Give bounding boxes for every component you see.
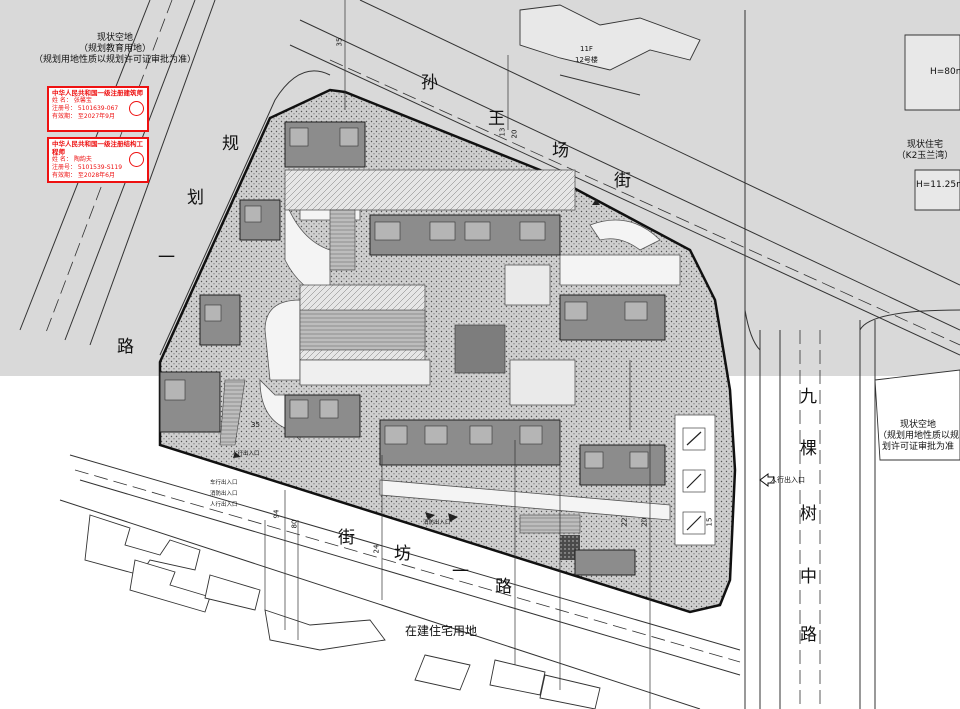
road-east-char-3: 树: [800, 504, 817, 524]
note-top-left-line-3: （规划用地性质以规划许可证审批为准）: [33, 55, 196, 65]
markers: [233, 199, 600, 522]
stamp-line: 注册号： 5101539-S119: [52, 164, 123, 171]
road-south-char-3: 一: [452, 562, 469, 582]
dimension-label: 20: [640, 517, 649, 527]
internal-roads: [259, 179, 681, 521]
dimension-label: 80: [290, 519, 299, 529]
note-vehicle-entrance-line-2: 消防出入口: [210, 491, 238, 497]
note-top-left: 现状空地 （规划教育用地） （规划用地性质以规划许可证审批为准）: [10, 33, 220, 66]
note-right-residence-height: H=11.25m: [916, 180, 960, 190]
note-right-bottom-line-2: （规划用地性质以规: [878, 431, 960, 441]
dimension-label: 24: [372, 544, 381, 554]
dimension-label: 13: [498, 127, 507, 137]
leader-lines: [264, 0, 651, 709]
road-north-char-4: 街: [614, 171, 631, 191]
stamp-line: 有效期： 至2028年6月: [52, 172, 115, 179]
dimension-label: 15: [705, 517, 714, 527]
note-right-bottom: 现状空地 （规划用地性质以规 划许可证审批为准: [878, 420, 960, 453]
note-right-residence-line-2: （K2玉兰湾）: [896, 151, 954, 161]
ramps: [219, 209, 581, 560]
registration-stamp: 中华人民共和国一级注册结构工程师 姓 名： 陶韵夫 注册号： 5101539-S…: [47, 137, 149, 183]
dimension-label: 35: [251, 421, 260, 429]
road-west-char-4: 路: [117, 337, 134, 357]
stamp-line: 注册号： 5101639-067: [52, 105, 119, 112]
note-right-bottom-line-3: 划许可证审批为准: [881, 442, 954, 452]
note-top-left-line-1: 现状空地: [96, 33, 133, 43]
road-east-char-4: 中: [800, 567, 817, 587]
note-pedestrian-entrance-east: 人行出入口: [770, 476, 805, 484]
road-west-char-1: 规: [222, 134, 239, 154]
stamp-line: 姓 名： 陶韵夫: [52, 156, 92, 163]
registration-stamp: 中华人民共和国一级注册建筑师 姓 名： 张馨宝 注册号： 5101639-067…: [47, 86, 149, 132]
road-south-char-4: 路: [495, 577, 512, 597]
dimension-label: 22: [620, 517, 629, 527]
dimension-label: 35: [335, 37, 344, 47]
road-south-char-2: 坊: [394, 544, 411, 564]
road-west-char-2: 划: [187, 188, 204, 208]
note-top-building-floors: 11F: [579, 45, 593, 53]
note-top-left-line-2: （规划教育用地）: [78, 44, 151, 54]
building-units: [164, 127, 649, 469]
road-north-char-1: 孙: [421, 73, 438, 93]
note-entrance-s: 消防出入口: [423, 520, 451, 526]
note-vehicle-entrance-line-3: 人行出入口: [210, 502, 238, 508]
dimension-label: 20: [510, 129, 519, 139]
note-vehicle-entrance-line-1: 车行出入口: [210, 480, 238, 486]
road-west-char-3: 一: [158, 248, 175, 268]
dimension-label: 94: [272, 509, 281, 519]
stamp-seal-icon: [129, 101, 144, 116]
note-right-residence-line-1: 现状住宅: [906, 140, 943, 150]
note-top-building: 11F 12号楼: [575, 44, 598, 66]
stamp-line: 姓 名： 张馨宝: [52, 97, 92, 104]
stamp-title: 中华人民共和国一级注册结构工程师: [52, 140, 143, 156]
road-north-char-3: 场: [552, 141, 569, 161]
note-right-residence: 现状住宅 （K2玉兰湾）: [890, 140, 960, 162]
road-south-char-1: 街: [338, 528, 355, 548]
road-east-char-1: 九: [800, 387, 817, 407]
road-east-char-5: 路: [800, 625, 817, 645]
road-centerlines: [44, 0, 960, 709]
note-right-bottom-line-1: 现状空地: [899, 420, 936, 430]
entrance-arrow-icon: [759, 473, 775, 487]
note-vehicle-entrance-west: 车行出入口 消防出入口 人行出入口: [210, 478, 238, 511]
note-right-top-height: H=80m: [930, 67, 960, 77]
note-top-building-name: 12号楼: [575, 56, 598, 64]
stamp-line: 有效期： 至2027年9月: [52, 113, 115, 120]
road-east-char-2: 棵: [800, 439, 817, 459]
note-entrance-sw: 人行出入口: [232, 451, 260, 457]
stamp-title: 中华人民共和国一级注册建筑师: [52, 89, 143, 97]
existing-buildings: [84, 4, 960, 709]
note-south-land: 在建住宅用地: [405, 624, 478, 638]
stamp-seal-icon: [129, 152, 144, 167]
road-north-char-2: 王: [488, 109, 505, 129]
road-lines: [19, 0, 960, 709]
